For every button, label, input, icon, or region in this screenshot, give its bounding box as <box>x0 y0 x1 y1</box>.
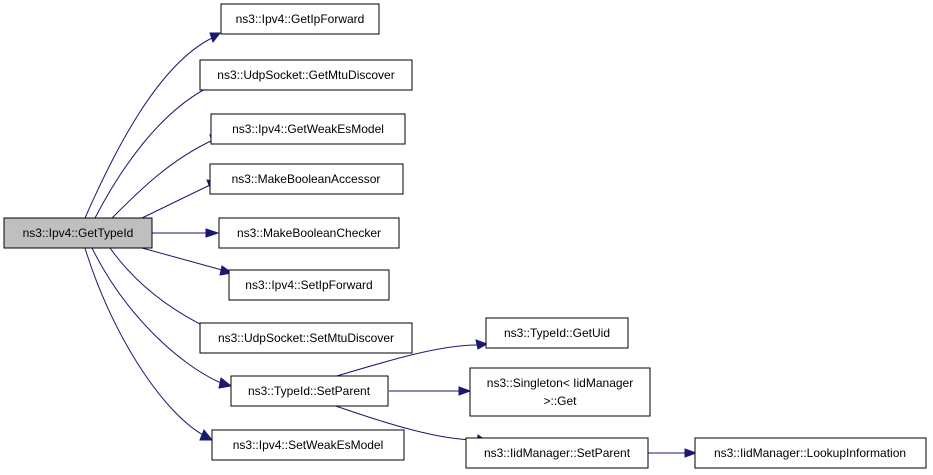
node-ns3-ipv4-setipforward[interactable]: ns3::Ipv4::SetIpForward <box>228 269 390 301</box>
edge-gettypeid-makebooleanchecker <box>152 228 220 238</box>
node-label: ns3::Ipv4::GetIpForward <box>236 12 365 26</box>
node-ns3-ipv4-gettypeid[interactable]: ns3::Ipv4::GetTypeId <box>3 217 153 249</box>
node-ns3-ipv4-setweakesmodel[interactable]: ns3::Ipv4::SetWeakEsModel <box>211 429 405 461</box>
node-ns3-typeid-getuid[interactable]: ns3::TypeId::GetUid <box>485 317 629 349</box>
node-label: ns3::TypeId::SetParent <box>248 384 371 398</box>
node-ns3-iidmanager-setparent[interactable]: ns3::IidManager::SetParent <box>465 437 649 469</box>
node-label: ns3::Ipv4::GetTypeId <box>23 226 134 240</box>
node-ns3-singleton-iidmanager-get[interactable]: ns3::Singleton< IidManager >::Get <box>469 367 651 417</box>
node-label-line-2: >::Get <box>543 394 577 408</box>
edge-gettypeid-makebooleanaccessor <box>141 179 221 219</box>
node-ns3-makebooleanaccessor[interactable]: ns3::MakeBooleanAccessor <box>209 163 404 195</box>
node-label: ns3::UdpSocket::SetMtuDiscover <box>218 331 394 345</box>
node-ns3-udpsocket-getmtudiscover[interactable]: ns3::UdpSocket::GetMtuDiscover <box>199 59 413 91</box>
node-label: ns3::TypeId::GetUid <box>504 326 610 340</box>
edge-gettypeid-getipforward <box>84 32 222 219</box>
edge-gettypeid-setweakesmodel <box>84 247 214 441</box>
edge-gettypeid-getmtudiscover <box>94 79 222 219</box>
node-ns3-ipv4-getweakesmodel[interactable]: ns3::Ipv4::GetWeakEsModel <box>210 113 406 145</box>
edge-iidmanager-setparent-iidmanager-lookupinformation <box>648 448 698 458</box>
node-label: ns3::MakeBooleanChecker <box>237 226 381 240</box>
node-ns3-iidmanager-lookupinformation[interactable]: ns3::IidManager::LookupInformation <box>694 437 927 469</box>
node-ns3-ipv4-getipforward[interactable]: ns3::Ipv4::GetIpForward <box>220 3 380 35</box>
node-label: ns3::IidManager::SetParent <box>484 446 631 460</box>
node-label-line-1: ns3::Singleton< IidManager <box>487 376 633 390</box>
node-label: ns3::IidManager::LookupInformation <box>714 446 906 460</box>
node-label: ns3::Ipv4::SetWeakEsModel <box>233 438 384 452</box>
edge-typeid-setparent-typeid-getuid <box>329 339 489 379</box>
edge-typeid-setparent-singleton-get <box>389 386 472 396</box>
edge-gettypeid-setmtudiscover <box>109 247 223 336</box>
node-ns3-makebooleanchecker[interactable]: ns3::MakeBooleanChecker <box>218 217 400 249</box>
edge-gettypeid-setipforward <box>141 247 234 276</box>
node-ns3-typeid-setparent[interactable]: ns3::TypeId::SetParent <box>230 375 389 407</box>
edge-gettypeid-getweakesmodel <box>111 134 222 219</box>
nodes: ns3::Ipv4::GetTypeId ns3::Ipv4::GetIpFor… <box>3 3 927 469</box>
node-label: ns3::Ipv4::SetIpForward <box>245 278 372 292</box>
node-label: ns3::Ipv4::GetWeakEsModel <box>232 122 384 136</box>
edge-gettypeid-typeid-setparent <box>91 247 233 389</box>
node-label: ns3::MakeBooleanAccessor <box>232 172 381 186</box>
node-ns3-udpsocket-setmtudiscover[interactable]: ns3::UdpSocket::SetMtuDiscover <box>199 322 413 354</box>
node-label: ns3::UdpSocket::GetMtuDiscover <box>217 68 394 82</box>
